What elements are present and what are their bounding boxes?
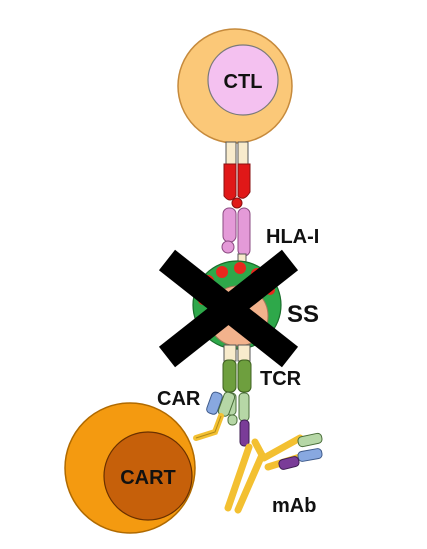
- ctl-tcr-stalk-right: [237, 141, 249, 165]
- cart-cell-nucleus: [103, 431, 193, 521]
- cart-cell: CART: [64, 402, 196, 534]
- mab-fab-green: [297, 432, 323, 448]
- car-receptor: [193, 391, 236, 441]
- mab-label: mAb: [272, 495, 316, 517]
- tcr-receptor: [222, 344, 252, 393]
- ctl-tcr-chain-left: [223, 163, 237, 201]
- tcr-chain-left: [222, 359, 237, 393]
- beta2-microglobulin: [221, 240, 235, 254]
- hla-i-molecule: [221, 207, 251, 265]
- ss-red-dot: [234, 262, 246, 274]
- hla-i-label: HLA-I: [266, 226, 319, 248]
- tcr-label: TCR: [260, 368, 302, 390]
- mab-arm-upper: [260, 434, 304, 462]
- car-label: CAR: [157, 388, 201, 410]
- tcr-chain-right: [237, 359, 252, 393]
- cross-stroke-b: [158, 249, 299, 368]
- hla-alpha-right: [237, 207, 251, 257]
- ctl-tcr-stalk-left: [225, 141, 237, 165]
- mab-stem-left: [224, 443, 253, 512]
- ctl-tcr-receptor: [223, 141, 251, 209]
- cart-label: CART: [120, 467, 176, 489]
- ctl-tcr-chain-right: [237, 163, 251, 199]
- ctl-cell: CTL: [177, 28, 293, 144]
- ctl-cell-nucleus: [207, 44, 279, 116]
- mab-fab-blue: [297, 448, 323, 462]
- blocked-cross: [158, 249, 299, 368]
- peptide: [231, 197, 243, 209]
- ss-label: SS: [287, 301, 319, 328]
- ctl-label: CTL: [224, 71, 263, 93]
- tcr-stalk-left: [223, 344, 237, 362]
- monoclonal-antibody: [224, 432, 323, 514]
- hla-alpha-left: [222, 207, 237, 243]
- binder-arm-right: [238, 392, 250, 422]
- tcr-stalk-right: [237, 344, 251, 362]
- ss-red-dot: [216, 266, 228, 278]
- car-hinge-outline: [195, 415, 222, 439]
- mab-fab-purple: [278, 456, 300, 470]
- car-scfv-blue: [206, 391, 223, 415]
- mab-stem-right: [234, 438, 266, 514]
- binder-tip-purple: [239, 419, 250, 447]
- binder-tip-green: [227, 414, 238, 426]
